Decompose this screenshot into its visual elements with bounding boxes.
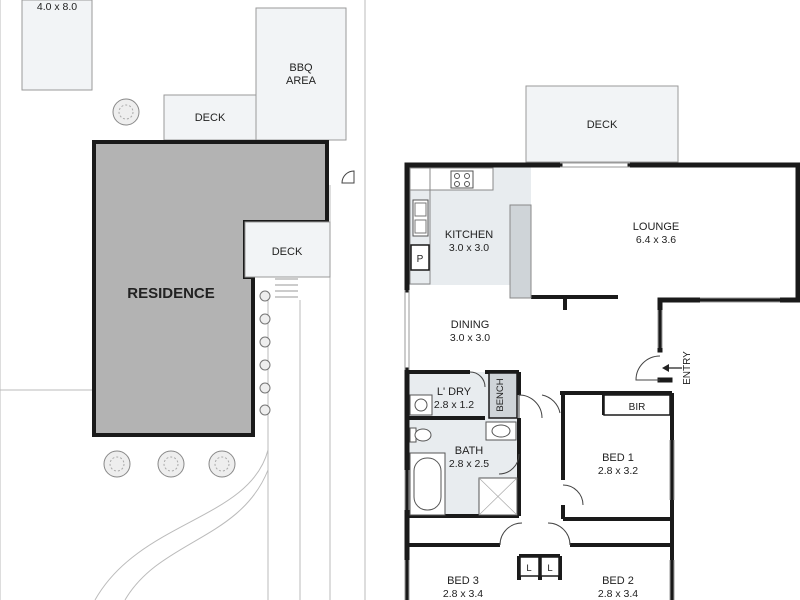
windows: [404, 162, 780, 370]
house-floor-plan: DECK: [404, 85, 800, 600]
pantry: [410, 244, 430, 271]
steps: [275, 278, 298, 298]
room-lounge: LOUNGE 6.4 x 3.6: [633, 221, 679, 246]
site-deck-side-label: DECK: [272, 246, 303, 258]
room-bed-2: BED 2 2.8 x 3.4: [598, 575, 638, 600]
bed1-door-swing-icon: [541, 394, 561, 414]
linen-cupboard-right: [540, 556, 560, 577]
site-deck-top-label: DECK: [195, 112, 226, 124]
tree-icon: [112, 98, 140, 126]
bench-label: BENCH: [495, 378, 506, 411]
bedroom-windows: [404, 440, 675, 600]
basin-icon: [485, 421, 517, 441]
built-in-robe: [603, 394, 671, 416]
outer-walls: [404, 162, 800, 600]
room-kitchen-size: 3.0 x 3.0: [449, 242, 489, 254]
entry-label: ENTRY: [682, 351, 693, 385]
tree-icon: [208, 450, 236, 478]
shed: [21, 0, 93, 91]
kitchen-island: [509, 204, 532, 299]
entry-arrow-icon: [662, 364, 682, 372]
shrub-icon: [259, 404, 271, 416]
bed2-door-icon: [547, 522, 571, 546]
room-laundry: L' DRY 2.8 x 1.2: [434, 386, 474, 411]
room-laundry-name: L' DRY: [437, 386, 472, 398]
bir-label: BIR: [629, 402, 646, 413]
toilet-icon: [409, 427, 432, 443]
bed1-door-icon: [562, 484, 584, 506]
kitchen-bench-side: [409, 167, 431, 285]
tree-icon: [103, 450, 131, 478]
linen-label-left: L: [526, 563, 531, 574]
room-dining-size: 3.0 x 3.0: [450, 332, 490, 344]
driveway-curve-inner: [124, 469, 269, 600]
room-bath-size: 2.8 x 2.5: [449, 458, 489, 470]
shrub-icon: [259, 290, 271, 302]
room-bed-2-size: 2.8 x 3.4: [598, 588, 638, 600]
pantry-label: P: [417, 254, 424, 265]
room-bed-1: BED 1 2.8 x 3.2: [598, 452, 638, 477]
room-kitchen: KITCHEN 3.0 x 3.0: [445, 229, 493, 254]
bbq-label-line2: AREA: [286, 75, 317, 87]
gate-swing-icon: [341, 170, 355, 184]
room-bed-1-size: 2.8 x 3.2: [598, 465, 638, 477]
shed-dims: 4.0 x 8.0: [37, 1, 77, 13]
driveway-curve-outer: [94, 449, 269, 600]
laundry-door-icon: [469, 371, 486, 388]
room-dining: DINING 3.0 x 3.0: [450, 319, 490, 344]
residence-label: RESIDENCE: [127, 285, 215, 302]
bathtub-icon: [409, 452, 446, 516]
sink-icon: [412, 199, 429, 237]
room-bed-3-size: 2.8 x 3.4: [443, 588, 483, 600]
cooktop-icon: [450, 170, 474, 189]
room-kitchen-name: KITCHEN: [445, 229, 493, 241]
room-bed-3: BED 3 2.8 x 3.4: [443, 575, 483, 600]
shrub-row: [259, 290, 271, 416]
laundry-tub-icon: [409, 394, 433, 416]
linen-label-right: L: [547, 563, 552, 574]
bbq-label-line1: BBQ: [289, 62, 313, 74]
room-lounge-name: LOUNGE: [633, 221, 679, 233]
bbq-area: [255, 7, 347, 141]
room-bath-name: BATH: [455, 445, 484, 457]
shrub-icon: [259, 359, 271, 371]
site-plan: 4.0 x 8.0 BBQ AREA DECK RESIDENCE DECK: [0, 0, 366, 600]
room-bath: BATH 2.8 x 2.5: [449, 445, 489, 470]
shrub-icon: [259, 382, 271, 394]
plan-deck: [525, 85, 679, 163]
shower-icon: [478, 477, 518, 516]
room-bed-3-name: BED 3: [447, 575, 479, 587]
room-bed-2-name: BED 2: [602, 575, 634, 587]
bed3-door-icon: [499, 522, 523, 546]
bench: [488, 372, 518, 419]
shrub-icon: [259, 313, 271, 325]
room-dining-name: DINING: [451, 319, 490, 331]
door-swings: [469, 355, 661, 546]
tree-icon: [157, 450, 185, 478]
room-lounge-size: 6.4 x 3.6: [636, 234, 676, 246]
bath-door-icon: [498, 453, 520, 475]
site-deck-side: [244, 221, 331, 278]
plan-deck-label: DECK: [587, 119, 618, 131]
entry-door-icon: [635, 355, 661, 381]
tree-row: [103, 450, 236, 478]
room-laundry-size: 2.8 x 1.2: [434, 399, 474, 411]
room-bed-1-name: BED 1: [602, 452, 634, 464]
ldry-door-icon: [518, 394, 543, 419]
linen-cupboard-left: [519, 556, 540, 577]
shrub-icon: [259, 336, 271, 348]
